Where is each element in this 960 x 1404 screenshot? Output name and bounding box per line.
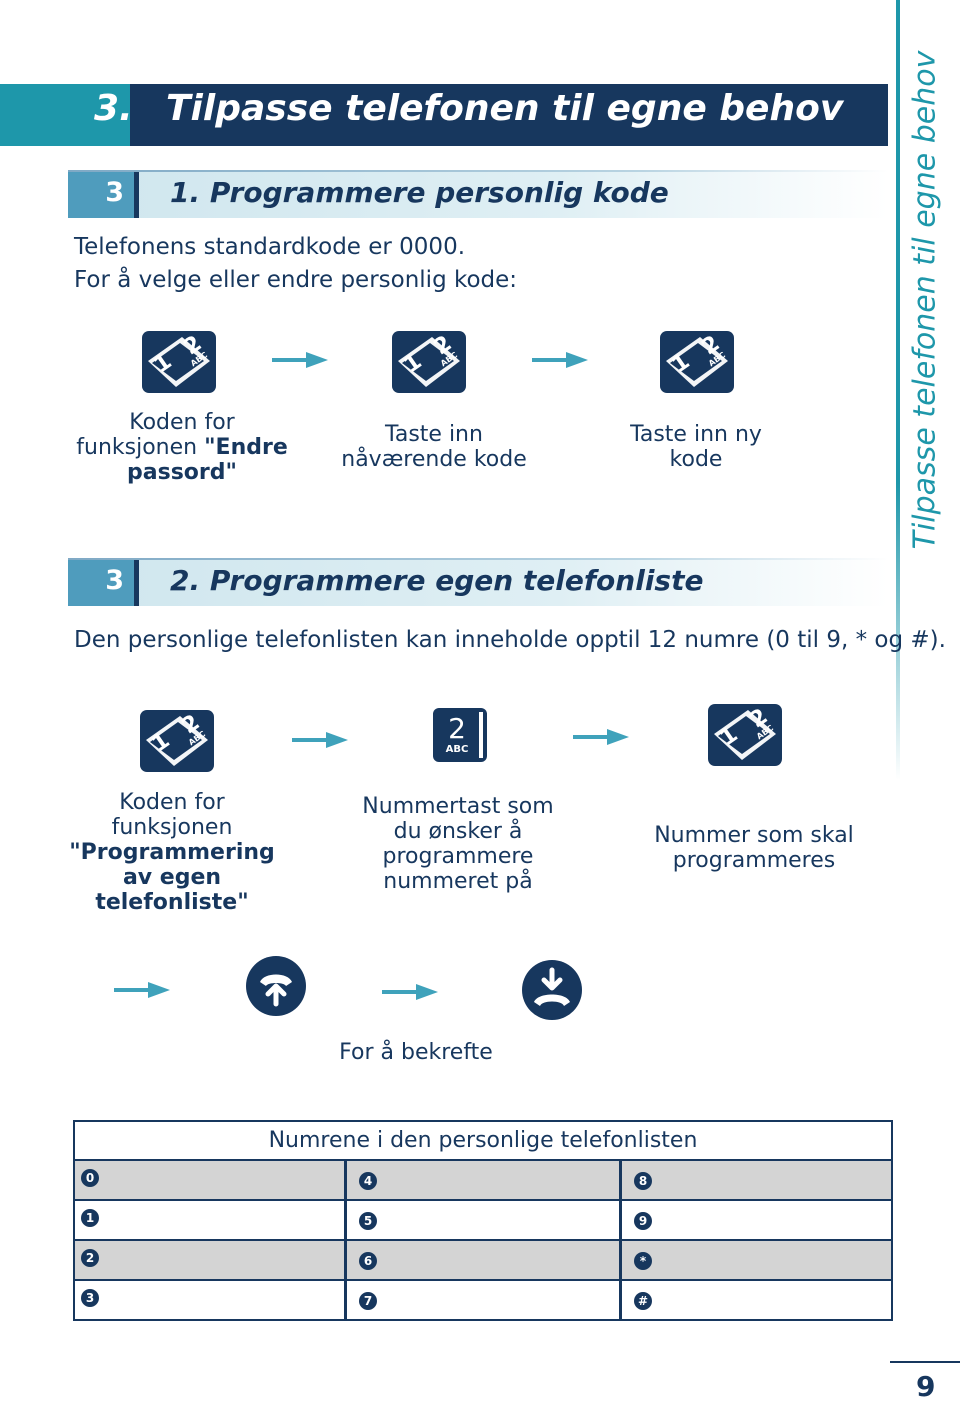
arrow-right-icon bbox=[292, 732, 348, 748]
handset-off-hook-icon bbox=[246, 956, 306, 1016]
keypad-1-2-icon: 1 2 ABC bbox=[142, 331, 216, 393]
memory-number-badge: * bbox=[634, 1252, 652, 1270]
table-cell: * bbox=[622, 1241, 891, 1279]
chapter-band bbox=[130, 84, 888, 146]
section2-number: 3 bbox=[105, 565, 124, 596]
table-header: Numrene i den personlige telefonlisten bbox=[75, 1122, 891, 1161]
memory-number-badge: 8 bbox=[634, 1172, 652, 1190]
list-step1-caption-bold1: "Programmering bbox=[69, 840, 275, 865]
memory-number-badge: 7 bbox=[359, 1292, 377, 1310]
side-title: Tilpasse telefonen til egne behov bbox=[907, 50, 943, 550]
memory-number-badge: 3 bbox=[81, 1289, 99, 1307]
memory-number-badge: 9 bbox=[634, 1212, 652, 1230]
svg-text:2: 2 bbox=[448, 712, 466, 745]
arrow-right-icon bbox=[532, 352, 588, 368]
section1-divider bbox=[134, 172, 139, 218]
list-step2-caption: Nummertast som du ønsker å programmere n… bbox=[350, 794, 566, 894]
step1-caption-line1: Koden for bbox=[129, 410, 235, 435]
table-row: 2 6 * bbox=[75, 1241, 891, 1281]
confirm-caption: For å bekrefte bbox=[339, 1040, 493, 1065]
table-cell: 2 bbox=[75, 1241, 347, 1279]
section2-divider bbox=[134, 560, 139, 606]
list-step1-caption-bold2: av egen bbox=[122, 865, 222, 890]
list-step1-caption-bold3: telefonliste" bbox=[95, 890, 249, 915]
list-step1-caption-line1: Koden for bbox=[119, 790, 225, 815]
chapter-title: Tilpasse telefonen til egne behov bbox=[166, 88, 844, 129]
section1-title: 1. Programmere personlig kode bbox=[170, 176, 669, 209]
step3-caption: Taste inn ny kode bbox=[606, 422, 786, 472]
list-step2-caption-line1: Nummertast som bbox=[362, 794, 554, 819]
section2-number-box bbox=[68, 560, 134, 606]
table-cell: 8 bbox=[622, 1161, 891, 1199]
table-cell: 6 bbox=[347, 1241, 622, 1279]
list-step2-caption-line3: programmere bbox=[382, 844, 534, 869]
page-number: 9 bbox=[916, 1370, 936, 1403]
table-row: 1 5 9 bbox=[75, 1201, 891, 1241]
step2-caption: Taste inn nåværende kode bbox=[334, 422, 534, 472]
step1-caption: Koden for funksjonen "Endre passord" bbox=[62, 410, 302, 485]
handset-on-hook-icon bbox=[522, 960, 582, 1020]
table-cell: # bbox=[622, 1281, 891, 1319]
step3-caption-line1: Taste inn ny bbox=[630, 422, 762, 447]
page-number-rule bbox=[890, 1361, 960, 1363]
table-row: 3 7 # bbox=[75, 1281, 891, 1319]
chapter-number: 3. bbox=[94, 88, 133, 129]
memory-number-badge: 5 bbox=[359, 1212, 377, 1230]
chapter-band-accent bbox=[0, 84, 130, 146]
step1-caption-bold2: passord" bbox=[127, 460, 237, 485]
section2-title: 2. Programmere egen telefonliste bbox=[170, 564, 704, 597]
step2-caption-line1: Taste inn bbox=[385, 422, 483, 447]
table-cell: 9 bbox=[622, 1201, 891, 1239]
list-step1-caption-line5: telefonliste" bbox=[52, 890, 292, 915]
table-cell: 4 bbox=[347, 1161, 622, 1199]
step1-caption-text: funksjonen bbox=[76, 435, 205, 460]
section1-number: 3 bbox=[105, 177, 124, 208]
table-cell: 1 bbox=[75, 1201, 347, 1239]
memory-number-badge: 2 bbox=[81, 1249, 99, 1267]
key-2-abc-icon: 2 ABC bbox=[433, 708, 487, 762]
step1-caption-bold: "Endre bbox=[204, 435, 288, 460]
memory-number-badge: 0 bbox=[81, 1169, 99, 1187]
list-step3-caption: Nummer som skal programmeres bbox=[644, 823, 864, 873]
list-step1-caption: Koden for funksjonen "Programmering av e… bbox=[52, 790, 292, 915]
arrow-right-icon bbox=[573, 729, 629, 745]
list-step2-caption-line2: du ønsker å bbox=[393, 819, 523, 844]
arrow-right-icon bbox=[272, 352, 328, 368]
table-cell: 5 bbox=[347, 1201, 622, 1239]
step2-caption-line2: nåværende kode bbox=[341, 447, 527, 472]
step3-caption-line2: kode bbox=[669, 447, 723, 472]
list-step2-caption-line4: nummeret på bbox=[383, 869, 533, 894]
table-cell: 7 bbox=[347, 1281, 622, 1319]
section1-number-box bbox=[68, 172, 134, 218]
svg-text:ABC: ABC bbox=[446, 744, 469, 755]
section2-intro: Den personlige telefonlisten kan innehol… bbox=[74, 627, 946, 653]
section1-line1: Telefonens standardkode er 0000. bbox=[74, 234, 466, 260]
list-step1-caption-line2: funksjonen bbox=[111, 815, 233, 840]
memory-number-badge: # bbox=[634, 1292, 652, 1310]
memory-number-badge: 1 bbox=[81, 1209, 99, 1227]
side-divider bbox=[896, 0, 900, 780]
section1-bar bbox=[68, 170, 888, 218]
keypad-1-2-icon: 1 2 ABC bbox=[660, 331, 734, 393]
phonelist-table: Numrene i den personlige telefonlisten 0… bbox=[73, 1120, 893, 1321]
step1-caption-line3: passord" bbox=[62, 460, 302, 485]
list-step3-caption-line1: Nummer som skal bbox=[654, 823, 854, 848]
arrow-right-icon bbox=[382, 984, 438, 1000]
arrow-right-icon bbox=[114, 982, 170, 998]
list-step3-caption-line2: programmeres bbox=[672, 848, 836, 873]
table-cell: 3 bbox=[75, 1281, 347, 1319]
step1-caption-line2: funksjonen "Endre bbox=[62, 435, 302, 460]
keypad-1-2-icon: 1 2 ABC bbox=[392, 331, 466, 393]
table-row: 0 4 8 bbox=[75, 1161, 891, 1201]
memory-number-badge: 4 bbox=[359, 1172, 377, 1190]
section1-line2: For å velge eller endre personlig kode: bbox=[74, 267, 518, 293]
keypad-1-2-icon: 1 2 ABC bbox=[708, 704, 782, 766]
list-step1-caption-line3: "Programmering bbox=[52, 840, 292, 865]
list-step1-caption-line4: av egen bbox=[52, 865, 292, 890]
section2-bar bbox=[68, 558, 888, 606]
table-cell: 0 bbox=[75, 1161, 347, 1199]
memory-number-badge: 6 bbox=[359, 1252, 377, 1270]
keypad-1-2-icon: 1 2 ABC bbox=[140, 710, 214, 772]
